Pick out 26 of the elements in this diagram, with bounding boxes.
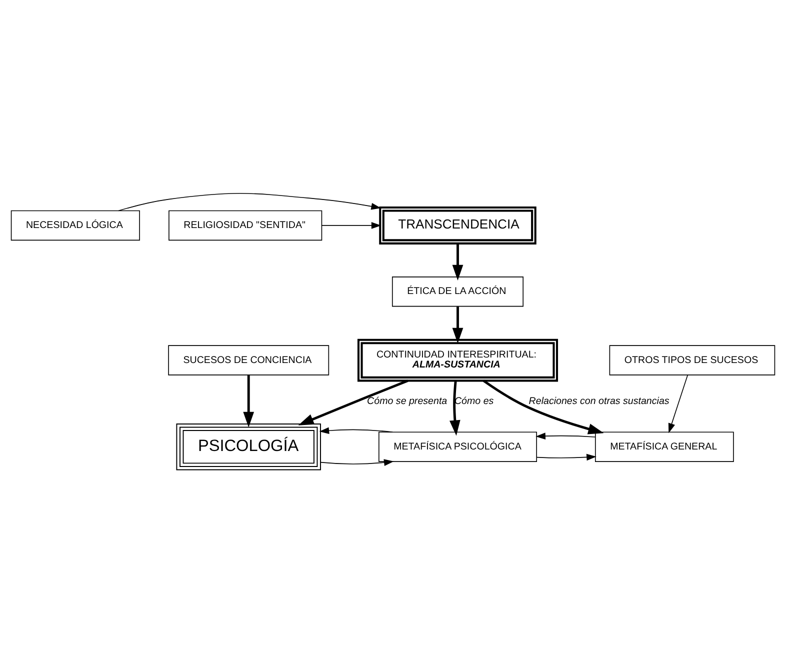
- node-box: PSICOLOGÍA: [176, 424, 321, 470]
- arrow: [452, 306, 464, 344]
- edge-label: Cómo se presenta: [367, 396, 448, 408]
- arrow: [482, 380, 604, 434]
- edge-label: Cómo es: [454, 396, 494, 408]
- arrow: [118, 193, 382, 212]
- node-box: SUCESOS DE CONCIENCIA: [168, 345, 330, 376]
- node-box: METAFÍSICA GENERAL: [595, 432, 734, 462]
- node-box: ÉTICA DE LA ACCIÓN: [392, 276, 524, 307]
- arrow: [319, 427, 394, 434]
- arrow: [321, 222, 382, 229]
- node-box: TRANSCENDENCIA: [379, 206, 536, 244]
- arrow: [452, 244, 464, 280]
- arrow: [320, 459, 394, 466]
- node-box: NECESIDAD LÓGICA: [10, 210, 140, 241]
- node-box: CONTINUIDAD INTERESPIRITUAL: ALMA-SUSTANCIA: [357, 338, 558, 382]
- arrow: [298, 380, 408, 426]
- node-box: METAFÍSICA PSICOLÓGICA: [378, 432, 537, 462]
- arrow: [450, 380, 460, 436]
- node-box: OTROS TIPOS DE SUCESOS: [609, 345, 776, 376]
- arrow: [668, 374, 688, 434]
- arrow: [536, 454, 596, 461]
- arrow: [243, 375, 254, 428]
- arrow: [536, 432, 596, 440]
- node-box: RELIGIOSIDAD "SENTIDA": [168, 210, 322, 241]
- edge-label: Relaciones con otras sustancias: [528, 396, 670, 408]
